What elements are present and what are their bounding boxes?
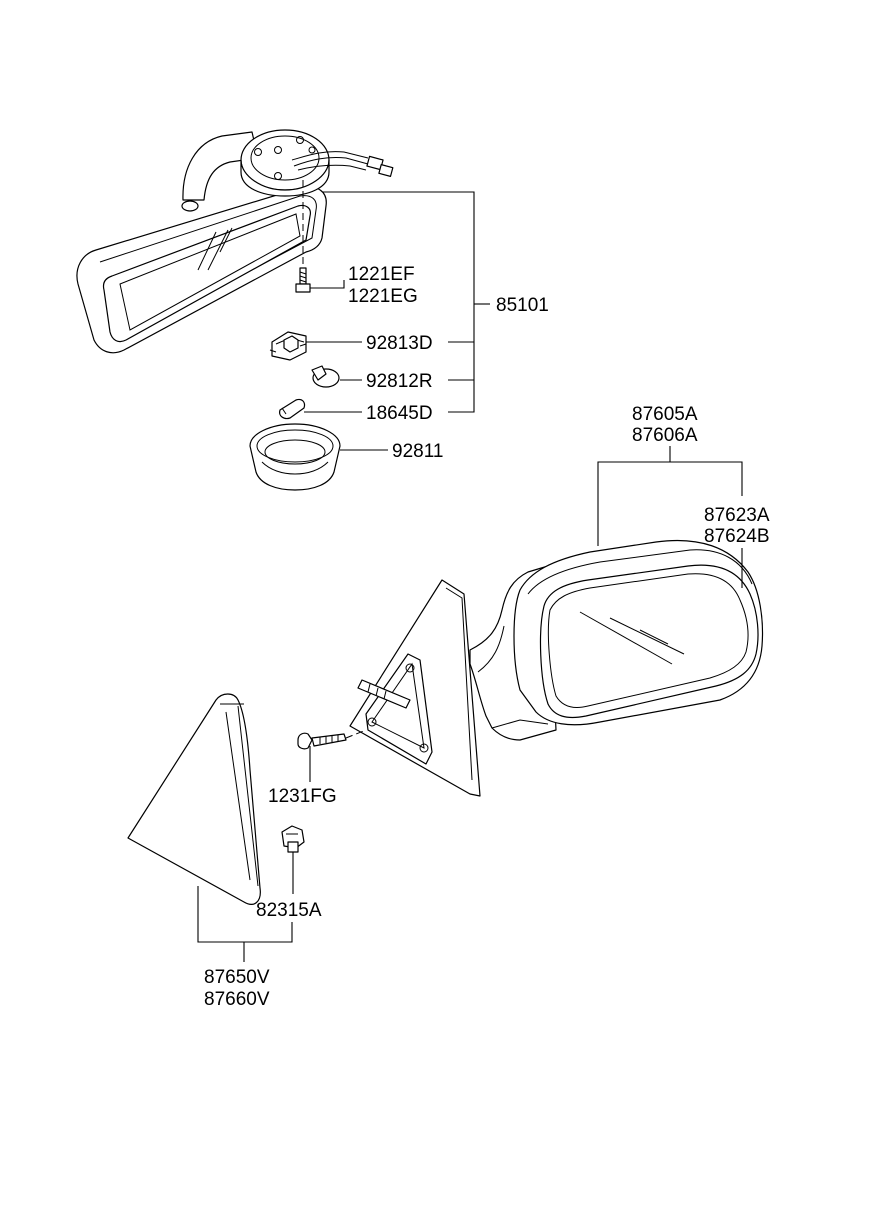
label-85101: 85101 bbox=[496, 295, 549, 316]
clip-92813D bbox=[269, 331, 307, 361]
label-87624B: 87624B bbox=[704, 526, 770, 547]
screw-1221 bbox=[295, 267, 311, 293]
label-92811: 92811 bbox=[392, 441, 443, 462]
label-87660V: 87660V bbox=[204, 989, 270, 1010]
label-87623A: 87623A bbox=[704, 505, 770, 526]
label-1231FG: 1231FG bbox=[268, 786, 337, 807]
label-87605A: 87605A bbox=[632, 404, 698, 425]
label-82315A: 82315A bbox=[256, 900, 322, 921]
delta-cover bbox=[127, 693, 261, 905]
door-mirror-assembly bbox=[297, 539, 764, 797]
label-87650V: 87650V bbox=[204, 967, 270, 988]
bracket-85101 bbox=[322, 191, 490, 413]
label-87606A: 87606A bbox=[632, 425, 698, 446]
label-1221EG: 1221EG bbox=[348, 286, 418, 307]
bracket-87650V bbox=[197, 886, 293, 943]
label-18645D: 18645D bbox=[366, 403, 433, 424]
bulb-18645D bbox=[279, 398, 306, 420]
cap-92812R bbox=[311, 365, 340, 388]
label-1221EF: 1221EF bbox=[348, 264, 415, 285]
clip-82315A bbox=[281, 825, 305, 853]
lens-92811 bbox=[249, 423, 341, 491]
leader-1221 bbox=[310, 280, 345, 289]
label-92812R: 92812R bbox=[366, 371, 433, 392]
room-mirror-assembly bbox=[76, 129, 394, 354]
label-92813D: 92813D bbox=[366, 333, 433, 354]
